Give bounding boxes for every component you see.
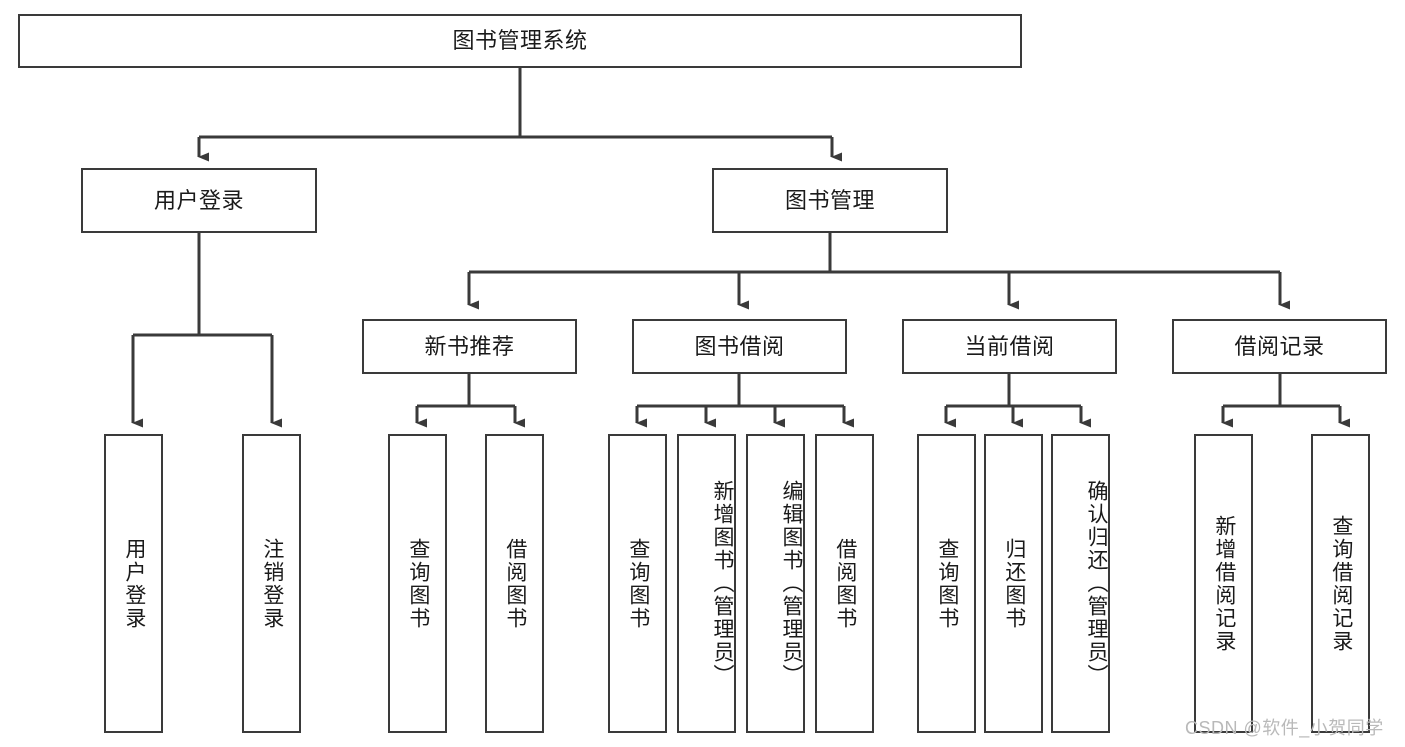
node-current-borrow[interactable]: 当前借阅 <box>902 319 1117 374</box>
node-borrow-record[interactable]: 借阅记录 <box>1172 319 1387 374</box>
node-user-login[interactable]: 用户登录 <box>81 168 317 233</box>
leaf-new-book-query[interactable]: 查询图书 <box>388 434 447 733</box>
leaf-user-login-logout[interactable]: 注销登录 <box>242 434 301 733</box>
leaf-borrow-record-query[interactable]: 查询借阅记录 <box>1311 434 1370 733</box>
leaf-current-borrow-confirm-return[interactable]: 确认归还（管理员） <box>1051 434 1110 733</box>
node-book-management[interactable]: 图书管理 <box>712 168 948 233</box>
leaf-book-borrow-lend[interactable]: 借阅图书 <box>815 434 874 733</box>
node-new-book-recommend[interactable]: 新书推荐 <box>362 319 577 374</box>
leaf-borrow-record-add[interactable]: 新增借阅记录 <box>1194 434 1253 733</box>
leaf-current-borrow-return[interactable]: 归还图书 <box>984 434 1043 733</box>
node-book-borrow[interactable]: 图书借阅 <box>632 319 847 374</box>
node-root-system[interactable]: 图书管理系统 <box>18 14 1022 68</box>
leaf-current-borrow-query[interactable]: 查询图书 <box>917 434 976 733</box>
leaf-user-login-login[interactable]: 用户登录 <box>104 434 163 733</box>
leaf-book-borrow-edit[interactable]: 编辑图书（管理员） <box>746 434 805 733</box>
leaf-book-borrow-add[interactable]: 新增图书（管理员） <box>677 434 736 733</box>
leaf-book-borrow-query[interactable]: 查询图书 <box>608 434 667 733</box>
leaf-new-book-borrow[interactable]: 借阅图书 <box>485 434 544 733</box>
